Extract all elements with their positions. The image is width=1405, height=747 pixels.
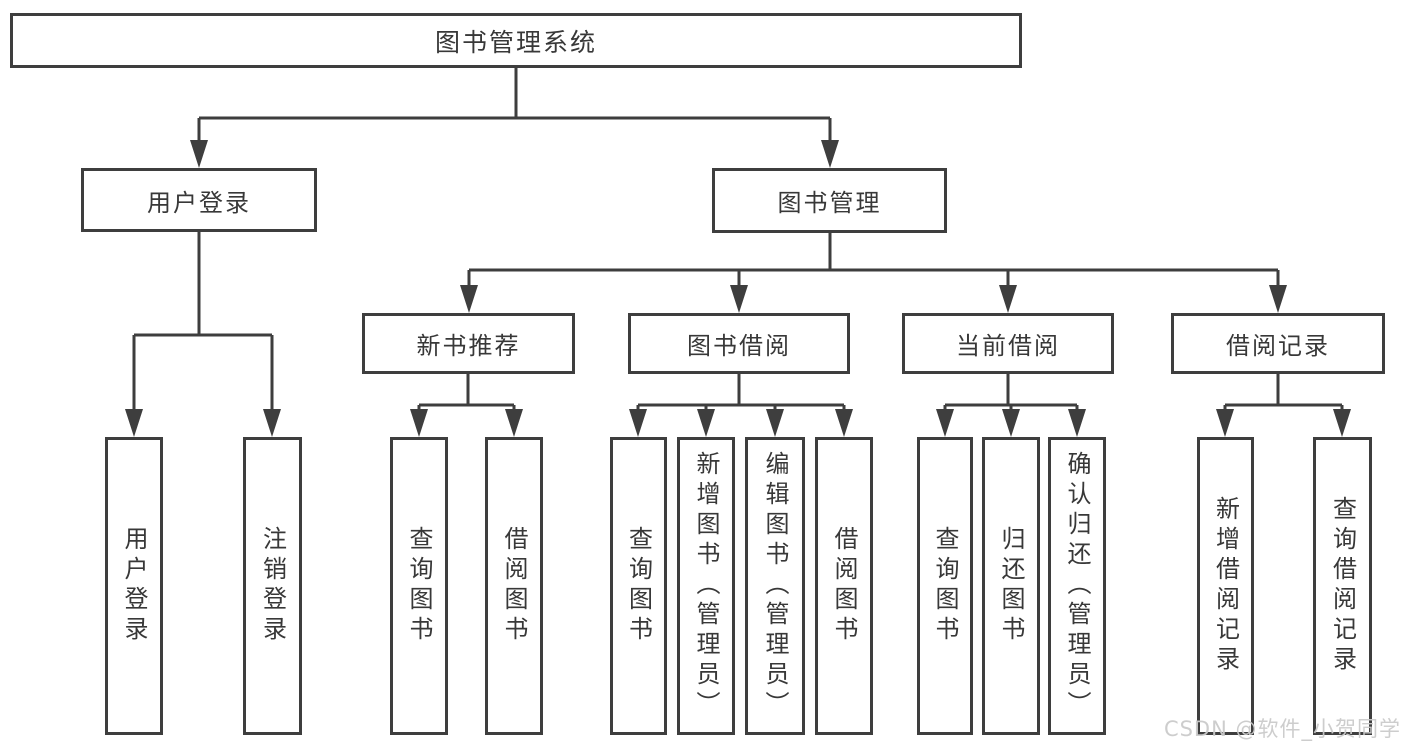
leaf-label: 查询图书 <box>405 526 433 646</box>
node-label: 借阅记录 <box>1226 332 1330 360</box>
node-new-book-recommendation: 新书推荐 <box>362 313 575 374</box>
node-current-borrowing: 当前借阅 <box>902 313 1114 374</box>
node-book-borrowing: 图书借阅 <box>628 313 850 374</box>
leaf-user-login: 用户登录 <box>105 437 163 735</box>
node-label: 用户登录 <box>147 188 251 217</box>
watermark: CSDN @软件_小贺同学 <box>1163 717 1401 741</box>
leaf-add-borrow-record: 新增借阅记录 <box>1197 437 1254 735</box>
node-book-management: 图书管理 <box>712 168 947 233</box>
leaf-query-books: 查询图书 <box>610 437 667 735</box>
leaf-label: 借阅图书 <box>830 526 858 646</box>
leaf-borrow-books: 借阅图书 <box>815 437 873 735</box>
leaf-label: 注销登录 <box>258 526 287 646</box>
node-label: 当前借阅 <box>956 332 1060 360</box>
leaf-label: 用户登录 <box>120 526 148 646</box>
leaf-add-books-admin: 新增图书（管理员） <box>677 437 735 735</box>
node-label: 图书借阅 <box>687 332 791 360</box>
node-borrowing-records: 借阅记录 <box>1171 313 1385 374</box>
leaf-query-books-recommend: 查询图书 <box>390 437 448 735</box>
node-label: 图书管理系统 <box>434 27 597 57</box>
leaf-return-books: 归还图书 <box>982 437 1040 735</box>
leaf-label: 编辑图书（管理员） <box>761 451 789 721</box>
leaf-edit-books-admin: 编辑图书（管理员） <box>745 437 805 735</box>
leaf-label: 归还图书 <box>997 526 1025 646</box>
leaf-logout: 注销登录 <box>243 437 302 735</box>
leaf-label: 确认归还（管理员） <box>1063 451 1091 721</box>
leaf-borrow-books-recommend: 借阅图书 <box>485 437 543 735</box>
leaf-label: 新增图书（管理员） <box>692 451 720 721</box>
node-library-management-system: 图书管理系统 <box>10 13 1022 68</box>
leaf-label: 新增借阅记录 <box>1211 496 1240 676</box>
leaf-label: 查询图书 <box>624 526 653 646</box>
leaf-query-books-current: 查询图书 <box>917 437 973 735</box>
leaf-label: 借阅图书 <box>500 526 528 646</box>
node-user-login: 用户登录 <box>81 168 317 232</box>
leaf-label: 查询借阅记录 <box>1328 496 1357 676</box>
node-label: 图书管理 <box>777 189 882 217</box>
node-label: 新书推荐 <box>416 332 521 360</box>
leaf-label: 查询图书 <box>931 526 959 646</box>
leaf-query-borrow-record: 查询借阅记录 <box>1313 437 1372 735</box>
leaf-confirm-return-admin: 确认归还（管理员） <box>1048 437 1106 735</box>
